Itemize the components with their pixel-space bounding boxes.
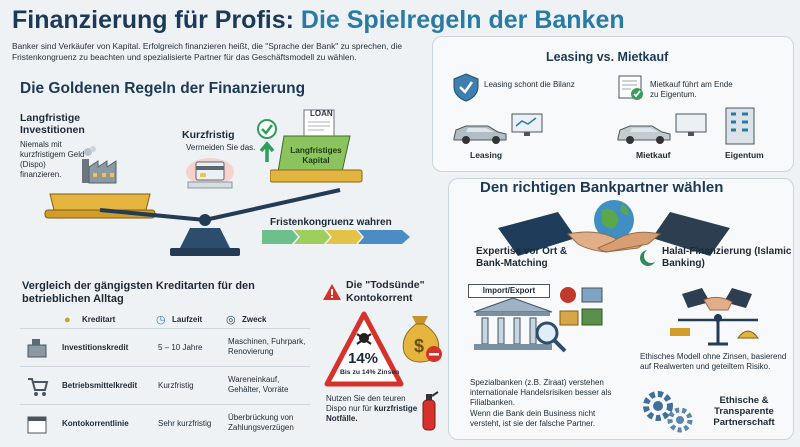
svg-text:$: $: [414, 336, 424, 356]
credit-heading: Vergleich der gängigsten Kreditarten für…: [22, 280, 255, 305]
capital-label: Langfristiges Kapital: [290, 146, 342, 165]
credit-type: Kontokorrentlinie: [62, 419, 129, 428]
credit-term: Kurzfristig: [158, 381, 194, 390]
sin-text: Nutzen Sie den teuren Dispo nur für kurz…: [326, 394, 418, 424]
credit-table: ● Kreditart ◷ Laufzeit ◎ Zweck Investiti…: [20, 312, 320, 440]
fire-extinguisher-icon: [422, 391, 439, 431]
interest-sub: Bis zu 14% Zinsen: [340, 369, 400, 376]
credit-card-icon: [186, 158, 234, 189]
building-icon: [725, 107, 755, 145]
coin-icon: ●: [64, 314, 71, 326]
credit-purpose: Maschinen, Fuhrpark, Renovierung: [228, 337, 306, 356]
congruence-arrow: [262, 230, 410, 244]
header-kreditart: Kreditart: [82, 315, 116, 324]
title-part1: Finanzierung für Profis:: [12, 6, 294, 34]
leasing-note: Leasing schont die Bilanz: [484, 80, 575, 89]
expertise-text1: Spezialbanken (z.B. Ziraat) verstehen in…: [470, 378, 612, 407]
page-title: Finanzierung für Profis: Die Spielregeln…: [12, 6, 625, 35]
table-row: Kontokorrentlinie Sehr kurzfristig Überb…: [20, 404, 310, 440]
interest-percent: 14%: [348, 350, 379, 367]
shield-check-icon: [453, 73, 479, 102]
header-zweck: Zweck: [242, 315, 267, 324]
bank-heading: Den richtigen Bankpartner wählen: [480, 179, 724, 196]
balance-scale-icon: [670, 314, 759, 346]
congruence-label: Fristenkongruenz wahren: [270, 217, 392, 228]
expertise-text2: Wenn die Bank dein Business nicht verste…: [470, 409, 596, 428]
car-icon: [453, 125, 507, 144]
warning-icon: [323, 284, 341, 300]
halal-title: Halal-Finanzierung (Islamic Banking): [662, 246, 792, 269]
balance-scale-icon: [44, 188, 341, 256]
leasing-panel: [432, 36, 794, 172]
table-row: Betriebsmittelkredit Kurzfristig Warenei…: [20, 366, 310, 404]
table-row: Investitionskredit 5 – 10 Jahre Maschine…: [20, 328, 310, 366]
loan-label: LOAN: [310, 109, 333, 118]
crescent-icon: [640, 249, 658, 266]
import-export-sign: Import/Export: [468, 284, 550, 298]
credit-purpose: Wareneinkauf, Gehälter, Vorräte: [228, 375, 289, 394]
sin-text-bold: kurzfristige Notfälle.: [326, 404, 418, 423]
calendar-icon: [27, 416, 47, 434]
label-eigentum: Eigentum: [725, 150, 764, 160]
target-icon: ◎: [226, 314, 236, 326]
monitor-icon: [675, 113, 707, 136]
credit-type: Betriebsmittelkredit: [62, 381, 138, 390]
check-icon: [257, 119, 277, 162]
machine-icon: [27, 339, 47, 358]
handshake-globe-icon: [498, 200, 730, 256]
title-part2: Die Spielregeln der Banken: [300, 6, 625, 34]
sin-text-normal: Nutzen Sie den teuren Dispo nur für: [326, 394, 406, 413]
loan-document-icon: [270, 109, 363, 183]
intro-text: Banker sind Verkäufer von Kapital. Erfol…: [12, 41, 403, 62]
halal-text: Ethisches Modell ohne Zinsen, basierend …: [640, 352, 787, 371]
document-check-icon: [618, 75, 643, 100]
long-term-title: Langfristige Investitionen: [20, 112, 85, 136]
mietkauf-note: Mietkauf führt am Ende zu Eigentum.: [650, 80, 733, 99]
car-icon: [617, 125, 671, 144]
short-term-text: Vermeiden Sie das.: [186, 143, 256, 152]
danger-sign-icon: [324, 311, 404, 387]
gears-icon: [643, 391, 693, 433]
money-bag-icon: $: [402, 316, 442, 363]
magnifier-icon: [535, 321, 567, 353]
credit-term: 5 – 10 Jahre: [158, 343, 203, 352]
long-term-text: Niemals mit kurzfristigem Geld (Dispo) f…: [20, 140, 85, 179]
header-laufzeit: Laufzeit: [172, 315, 203, 324]
golden-heading: Die Goldenen Regeln der Finanzierung: [20, 80, 306, 97]
factory-icon: [82, 146, 117, 184]
cart-icon: [28, 378, 49, 396]
credit-term: Sehr kurzfristig: [158, 419, 212, 428]
credit-type: Investitionskredit: [62, 343, 129, 352]
credit-purpose: Überbrückung von Zahlungsverzügen: [228, 413, 294, 432]
expertise-title: Expertise vor Ort & Bank-Matching: [476, 246, 568, 269]
ethics-title: Ethische & Transparente Partnerschaft: [713, 395, 775, 428]
trade-icons: [559, 287, 603, 326]
bank-building-icon: [473, 297, 553, 350]
short-term-title: Kurzfristig: [182, 129, 235, 141]
sin-heading: Die "Todsünde" Kontokorrent: [346, 279, 425, 304]
label-mietkauf: Mietkauf: [636, 150, 671, 160]
label-leasing: Leasing: [470, 150, 503, 160]
monitor-icon: [511, 113, 543, 136]
leasing-heading: Leasing vs. Mietkauf: [546, 50, 669, 64]
clock-icon: ◷: [156, 314, 166, 326]
handshake-icon: [682, 288, 752, 311]
